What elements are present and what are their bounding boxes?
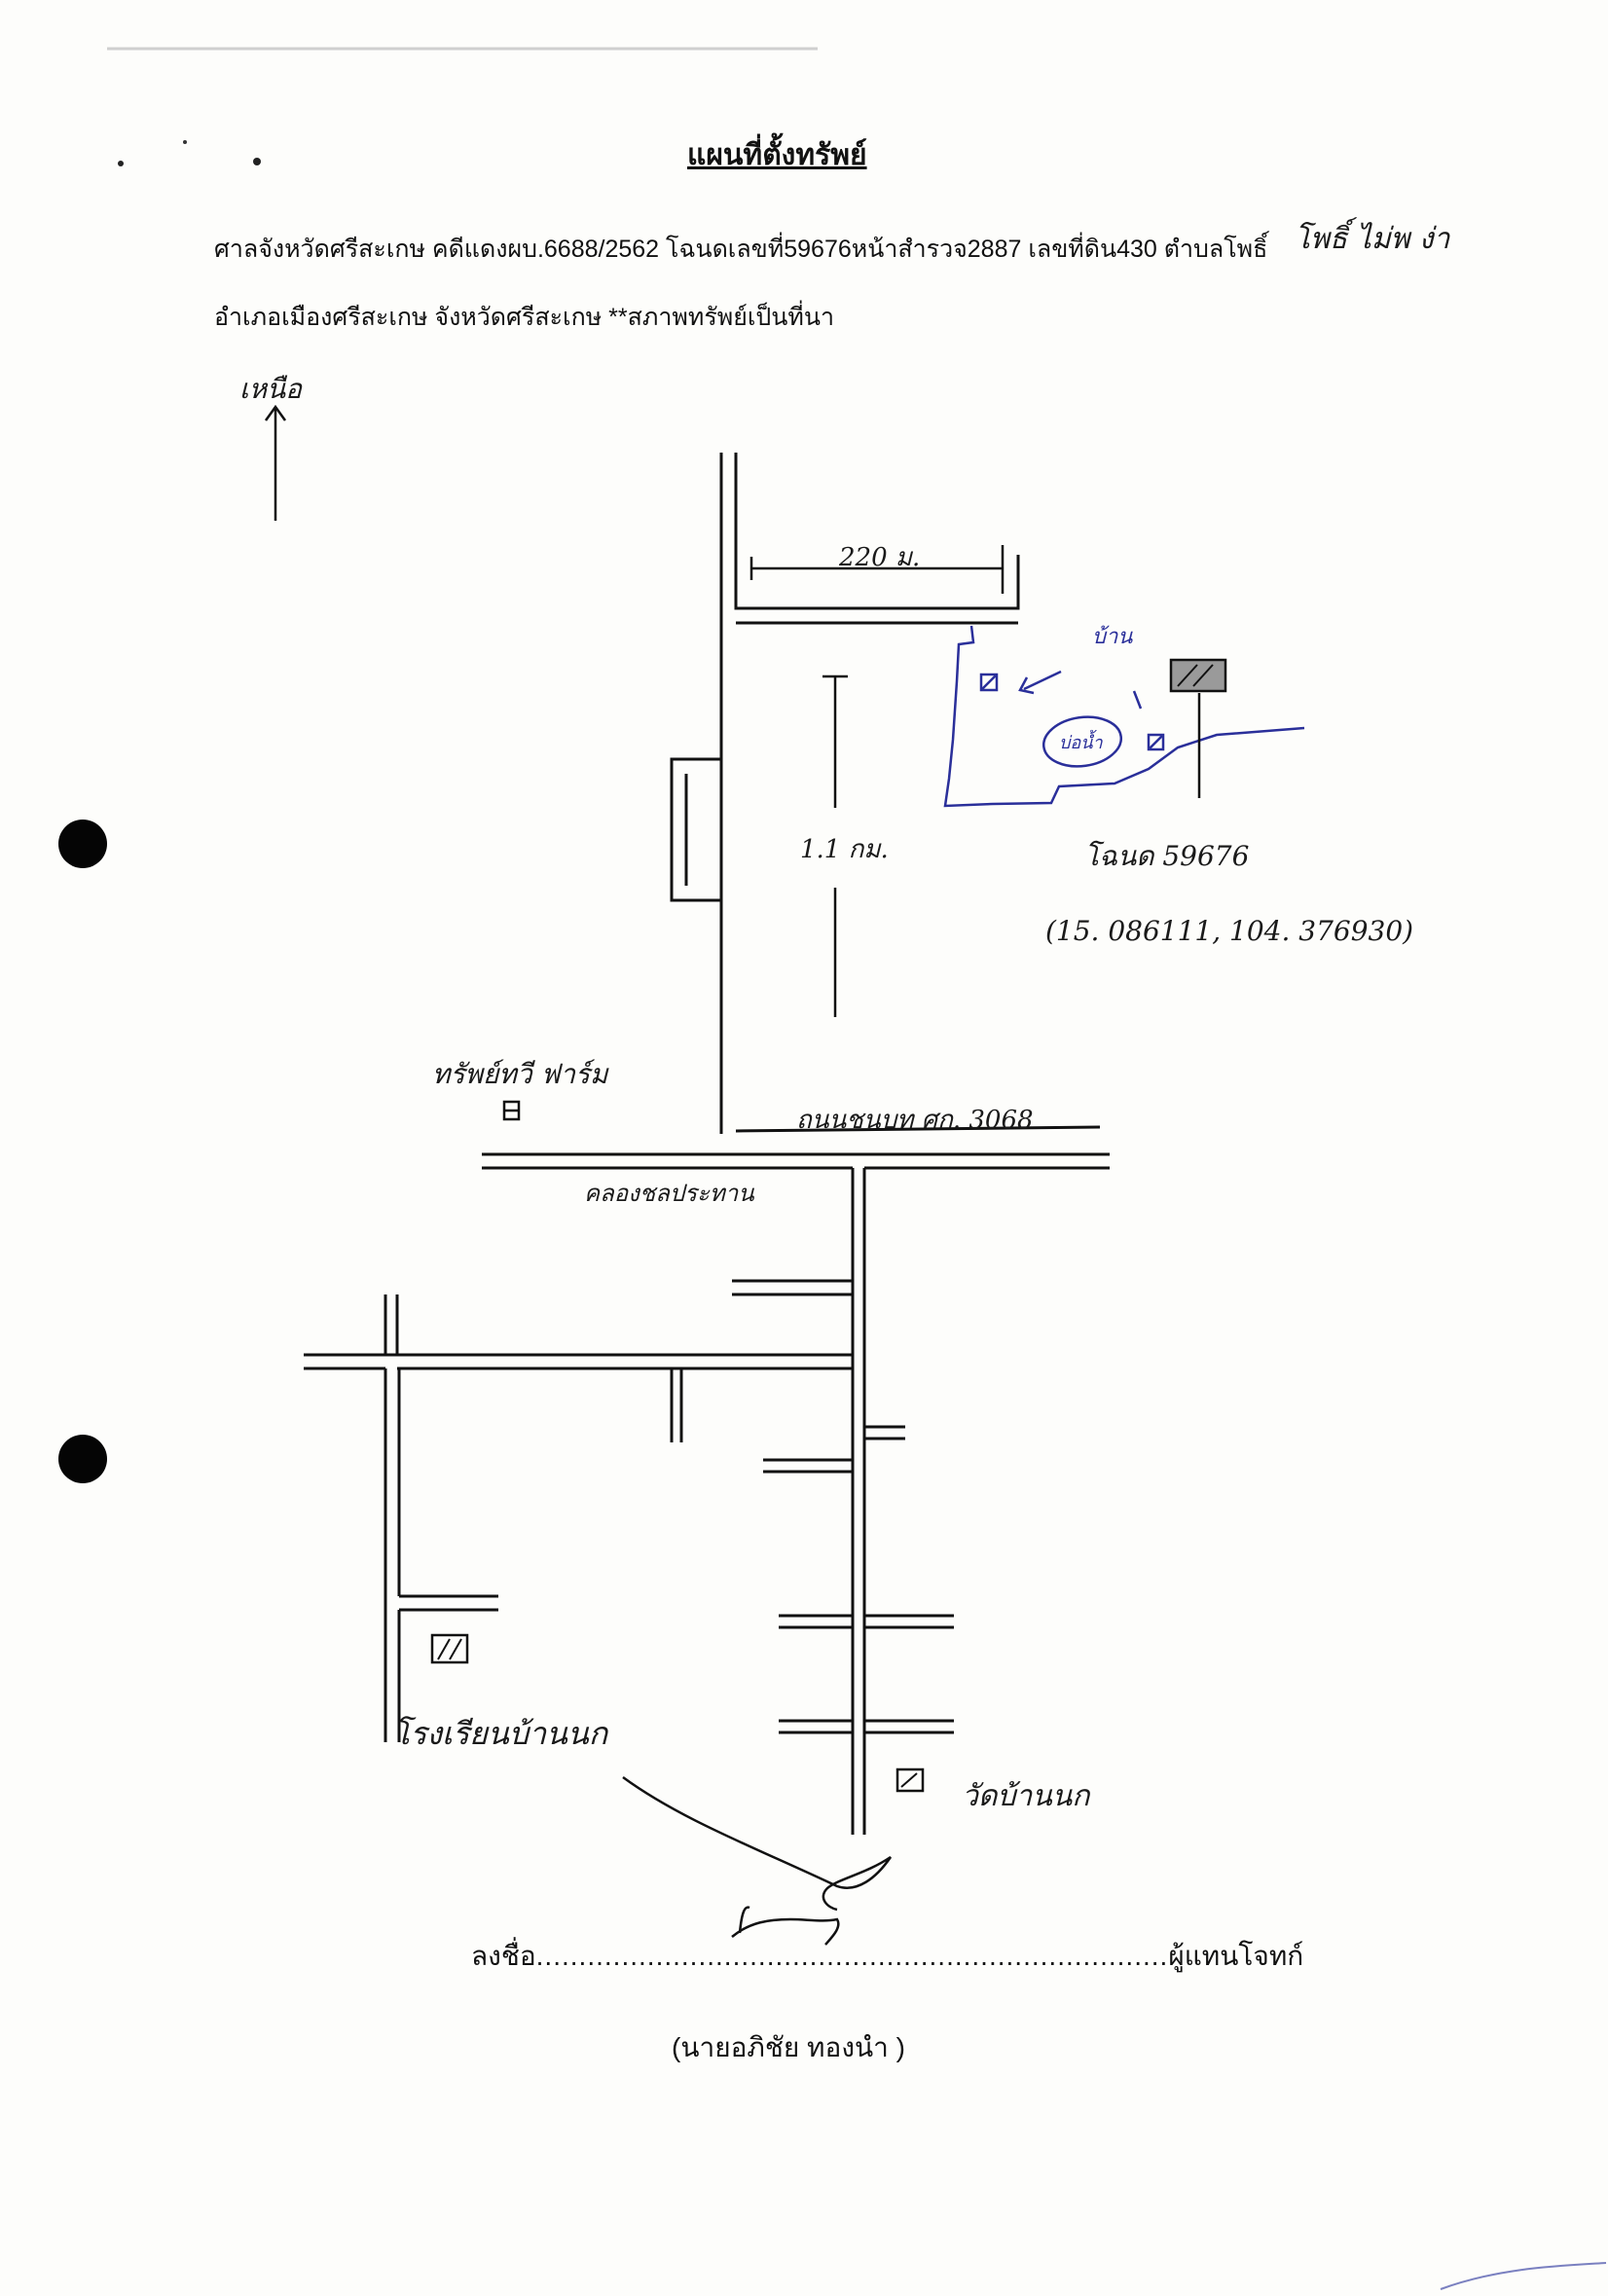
signature-role: ผู้แทนโจทก์: [1168, 1941, 1304, 1971]
signature-scribble: [622, 1775, 893, 1946]
road-label: ถนนชนบท ศก. 3068: [796, 1106, 1034, 1135]
handwritten-subdistrict: โพธิ์ ไม่พ ง่า: [1295, 222, 1450, 256]
north-arrow: [264, 404, 287, 521]
stray-mark: [118, 161, 124, 166]
location-line: อำเภอเมืองศรีสะเกษ จังหวัดศรีสะเกษ **สภา…: [214, 304, 834, 331]
north-label: เหนือ: [239, 373, 302, 405]
canal-label: คลองชลประทาน: [584, 1180, 754, 1207]
scan-corner-stroke: [1440, 2262, 1607, 2290]
coordinates-label: (15. 086111, 104. 376930): [1045, 915, 1414, 947]
irrigation-canal: [482, 1152, 1110, 1170]
school-label: โรงเรียนบ้านนก: [393, 1715, 608, 1752]
temple-icon: [895, 1768, 925, 1793]
distance-220m-marker: [749, 545, 1005, 594]
signer-name: (นายอภิชัย ทองนำ ): [672, 2032, 905, 2062]
stray-mark: [253, 158, 261, 165]
rural-road: [735, 1125, 1101, 1133]
deed-label: โฉนด 59676: [1084, 840, 1250, 872]
pond-label: บ่อน้ำ: [1059, 733, 1103, 753]
main-road: [670, 453, 1020, 1134]
distance-1-1km-marker: [822, 674, 848, 1017]
case-info-text: ศาลจังหวัดศรีสะเกษ คดีแดงผบ.6688/2562 โฉ…: [214, 236, 1268, 263]
signature-line: ลงชื่อ..................................…: [471, 1935, 1303, 1978]
punch-hole-lower: [58, 1435, 107, 1483]
south-road-network: [304, 1168, 954, 1835]
school-icon: [430, 1633, 469, 1664]
signature-prefix: ลงชื่อ: [471, 1941, 536, 1971]
temple-label: วัดบ้านนก: [962, 1779, 1090, 1813]
stray-mark: [183, 140, 187, 144]
case-info-line: ศาลจังหวัดศรีสะเกษ คดีแดงผบ.6688/2562 โฉ…: [214, 230, 1267, 269]
punch-hole-upper: [58, 820, 107, 868]
vertical-distance-label: 1.1 กม.: [800, 835, 889, 864]
house-label: บ้าน: [1092, 625, 1133, 649]
land-plot-outline: [943, 625, 1305, 808]
top-distance-label: 220 ม.: [839, 543, 921, 572]
farm-label: ทรัพย์ทวี ฟาร์ม: [432, 1058, 608, 1090]
farm-icon: [502, 1100, 521, 1121]
document-title: แผนที่ตั้งทรัพย์: [687, 139, 867, 171]
deed-marker-icon: [1169, 658, 1227, 798]
signature-dots: ........................................…: [535, 1941, 1169, 1971]
